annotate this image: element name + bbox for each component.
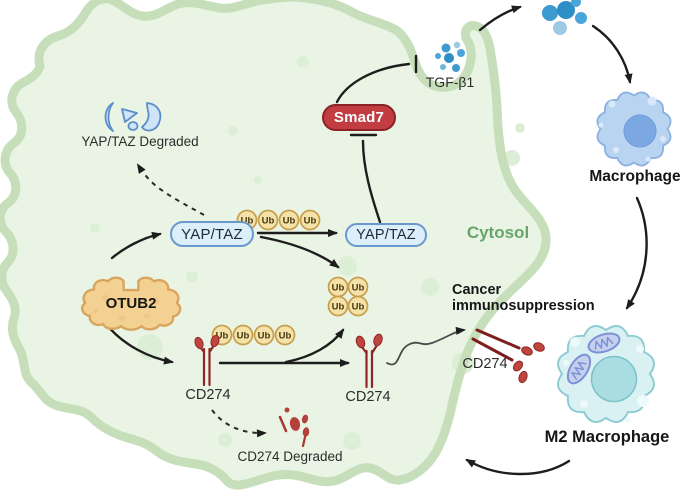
ub-label: Ub: [283, 216, 296, 227]
mitochondrion-icon: [566, 353, 592, 385]
arrow-m2-to-cancer-cell: [465, 458, 571, 476]
cancer-cell: [0, 0, 551, 490]
yaptaz-label: YAP/TAZ: [181, 225, 243, 243]
ub-chain-cd274: Ub Ub Ub Ub: [211, 324, 296, 346]
arrow-macrophage-to-m2: [625, 196, 648, 310]
yaptaz-node-1: YAP/TAZ: [170, 221, 254, 247]
mitochondrion-icon: [587, 332, 621, 354]
yaptaz-node-2: YAP/TAZ: [345, 223, 427, 247]
yaptaz-label: YAP/TAZ: [356, 227, 416, 243]
otub2-label: OTUB2: [105, 295, 157, 312]
ub-label: Ub: [216, 331, 229, 342]
macrophage-vesicles: [598, 96, 666, 162]
cd274-label: CD274: [462, 356, 508, 372]
ub-label: Ub: [262, 216, 275, 227]
smad7-label: Smad7: [333, 109, 385, 126]
ub-chain-yaptaz: Ub Ub Ub Ub: [236, 209, 321, 231]
cytosol-label: Cytosol: [466, 223, 530, 242]
arrow-cd274-to-ub-cluster: [284, 328, 345, 364]
cd274-receptor-1: [194, 334, 220, 387]
ub-label: Ub: [332, 283, 345, 294]
arrow-tgfb1-to-macrophage: [591, 24, 633, 84]
cd274-degraded-icon: [278, 407, 310, 448]
tgfb1-label: TGF-β1: [425, 74, 475, 90]
smad7-node: Smad7: [322, 104, 396, 131]
tgfb1-dots-icon: [435, 41, 465, 72]
cd274-label: CD274: [345, 389, 391, 405]
ub-cluster: Ub Ub Ub Ub: [327, 276, 369, 317]
m2-macrophage-label: M2 Macrophage: [544, 428, 670, 446]
cancer-cell-membrane: [0, 0, 551, 490]
ub-label: Ub: [352, 283, 365, 294]
macrophage-cell-icon: [596, 91, 672, 167]
cd274-label: CD274: [185, 387, 231, 403]
ub-label: Ub: [241, 216, 254, 227]
inhibit-smad7-to-tgfb1-line: [335, 62, 411, 104]
yaptaz-degraded-icon: [104, 102, 162, 132]
macrophage-nucleus: [623, 114, 657, 148]
ub-label: Ub: [352, 302, 365, 313]
arrows: [104, 5, 648, 476]
arrow-tgfb1-secretion: [478, 5, 522, 32]
macrophage-label: Macrophage: [589, 168, 681, 185]
otub2-enzyme-icon: [82, 278, 180, 330]
arrow-yaptaz-to-ub-cluster: [259, 235, 340, 269]
ub-label: Ub: [304, 216, 317, 227]
cd274-membrane-icon: [471, 328, 545, 384]
cancer-immunosuppression-label: Cancer immunosuppression: [452, 282, 595, 314]
cd274-receptor-2: [355, 333, 383, 389]
ub-label: Ub: [279, 331, 292, 342]
cancer-cell-cytosol: [0, 0, 547, 486]
otub2-texture: [93, 294, 159, 321]
arrow-cd274-degradation: [211, 409, 267, 438]
ub-label: Ub: [237, 331, 250, 342]
m2-macrophage-cell-icon: [557, 325, 655, 423]
m2-vesicles: [563, 337, 649, 423]
ub-label: Ub: [258, 331, 271, 342]
cd274-degraded-label: CD274 Degraded: [237, 449, 343, 464]
m2-nucleus: [590, 355, 638, 403]
yaptaz-degraded-label: YAP/TAZ Degraded: [81, 134, 199, 149]
dashed-arrows: [136, 163, 267, 438]
arrow-otub2-to-yaptaz: [110, 231, 162, 260]
secreted-tgfb1-dots-icon: [542, 0, 587, 35]
inhibit-yaptaz-to-smad7-line: [361, 139, 382, 224]
ub-label: Ub: [332, 302, 345, 313]
arrow-cd274-export-squiggle: [386, 326, 466, 366]
